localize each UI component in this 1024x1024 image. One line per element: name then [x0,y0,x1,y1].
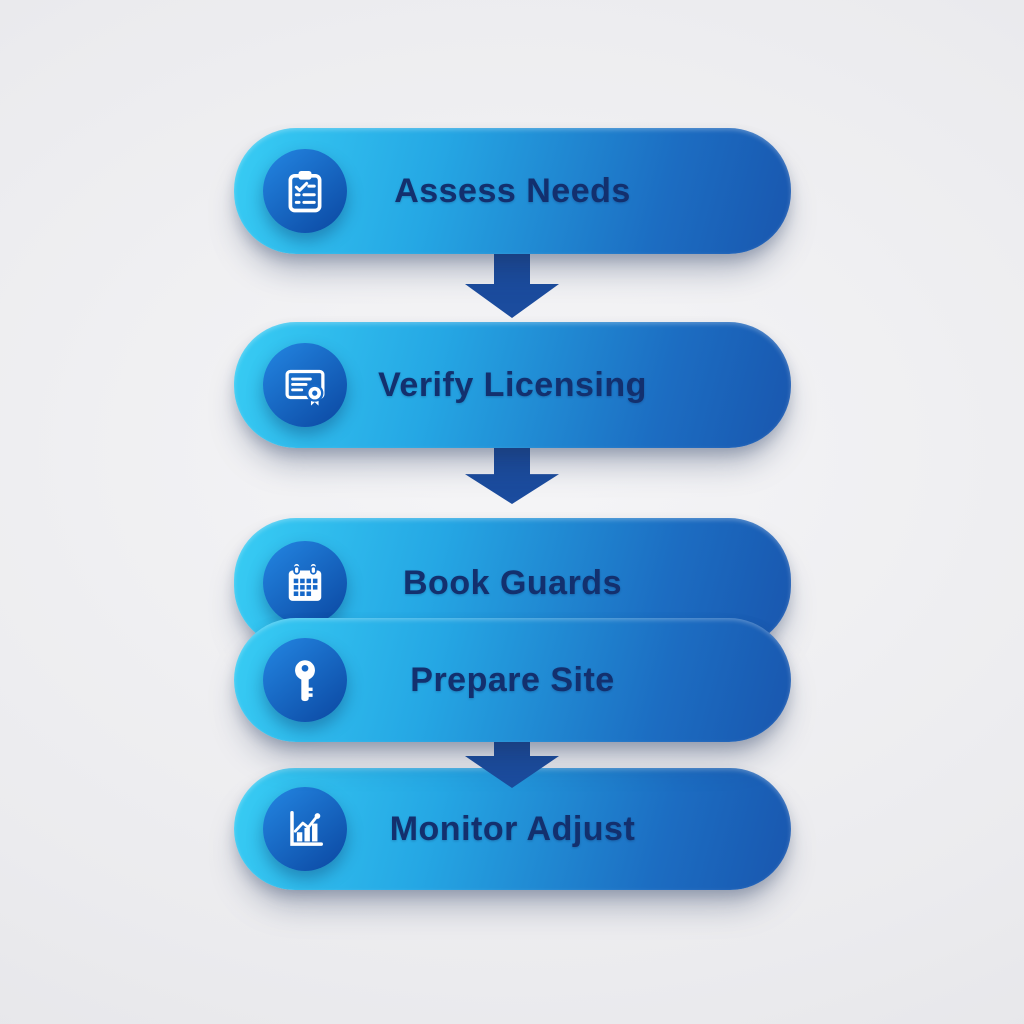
step-monitor-adjust: Monitor Adjust [234,768,791,890]
bar-chart-trend-icon [290,811,323,846]
down-arrow-icon [465,726,559,788]
certificate-icon [285,369,325,406]
step-label: Book Guards [403,563,622,602]
step-label: Prepare Site [410,660,615,699]
step-verify-licensing: Verify Licensing [234,322,791,448]
step-icon-circle [263,787,347,871]
calendar-icon [288,564,322,601]
step-icon-circle [263,638,347,722]
step-assess-needs: Assess Needs [234,128,791,254]
down-arrow-connector [465,446,559,504]
down-arrow-icon [465,252,559,318]
key-icon [295,660,315,702]
down-arrow-connector [465,252,559,318]
step-label: Assess Needs [394,171,631,210]
step-icon-circle [263,541,347,625]
step-prepare-site: Prepare Site [234,618,791,742]
clipboard-checklist-icon [288,170,322,213]
step-icon-circle [263,343,347,427]
step-icon-circle [263,149,347,233]
down-arrow-connector [465,726,559,788]
down-arrow-icon [465,446,559,504]
step-label: Monitor Adjust [389,809,636,848]
step-label: Verify Licensing [378,365,647,404]
